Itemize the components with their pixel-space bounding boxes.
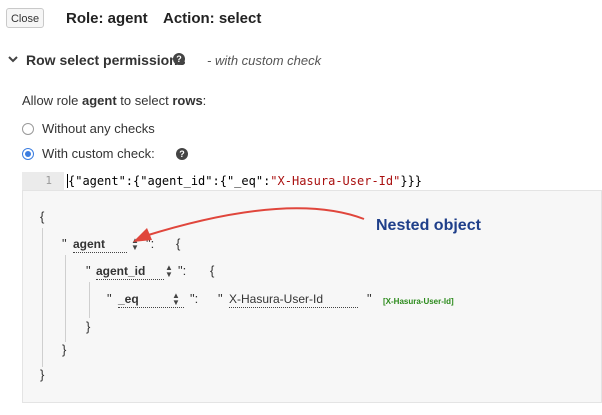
radio-label-without-checks: Without any checks xyxy=(42,121,155,136)
indent-line xyxy=(65,255,66,342)
code-prefix: {"agent":{"agent_id":{"_eq": xyxy=(68,174,271,188)
quote: " xyxy=(367,291,372,306)
help-icon[interactable]: ? xyxy=(173,53,185,65)
annotation-arrow-icon xyxy=(133,207,365,242)
action-title: Action: select xyxy=(163,10,262,27)
code-suffix: }}} xyxy=(400,174,423,188)
chevron-down-icon[interactable] xyxy=(6,52,20,66)
allow-object: rows xyxy=(172,93,203,108)
indent-line xyxy=(89,282,90,318)
text-cursor xyxy=(67,174,68,188)
section-title[interactable]: Row select permissions xyxy=(26,52,186,68)
quote: " xyxy=(86,263,91,278)
code-string: "X-Hasura-User-Id" xyxy=(270,174,401,188)
key-select-agent-id[interactable]: agent_id xyxy=(96,264,164,280)
close-button[interactable]: Close xyxy=(6,8,44,28)
open-brace: { xyxy=(176,236,181,251)
quote-colon: ": xyxy=(146,236,155,251)
indent-line xyxy=(42,228,43,367)
code-editor-line[interactable]: {"agent":{"agent_id":{"_eq":"X-Hasura-Us… xyxy=(68,172,422,190)
quote: " xyxy=(62,236,67,251)
permission-builder-panel xyxy=(22,190,602,403)
open-brace: { xyxy=(210,263,215,278)
close-brace: } xyxy=(40,367,45,382)
quote: " xyxy=(218,291,223,306)
section-subtitle: - with custom check xyxy=(207,53,322,68)
radio-without-checks[interactable] xyxy=(22,123,34,135)
quote: " xyxy=(107,291,112,306)
key-select-agent[interactable]: agent xyxy=(73,237,127,253)
close-brace: } xyxy=(62,342,67,357)
open-brace: { xyxy=(40,209,45,224)
allow-role: agent xyxy=(81,93,117,108)
operator-select-eq[interactable]: _eq xyxy=(118,292,184,308)
session-variable-tag[interactable]: [X-Hasura-User-Id] xyxy=(383,297,454,306)
help-icon[interactable]: ? xyxy=(176,148,188,160)
close-brace: } xyxy=(86,319,91,334)
value-input[interactable]: X-Hasura-User-Id xyxy=(229,292,358,308)
radio-label-with-custom-check: With custom check: xyxy=(42,146,155,161)
line-number: 1 xyxy=(22,172,64,190)
allow-description: Allow role agent to select rows: xyxy=(22,93,207,108)
quote-colon: ": xyxy=(178,263,187,278)
radio-with-custom-check[interactable] xyxy=(22,148,34,160)
annotation-label: Nested object xyxy=(376,217,481,234)
role-title: Role: agent xyxy=(66,10,148,27)
updown-arrows-icon: ▲▼ xyxy=(165,263,173,279)
quote-colon: ": xyxy=(190,291,199,306)
updown-arrows-icon: ▲▼ xyxy=(172,291,180,307)
